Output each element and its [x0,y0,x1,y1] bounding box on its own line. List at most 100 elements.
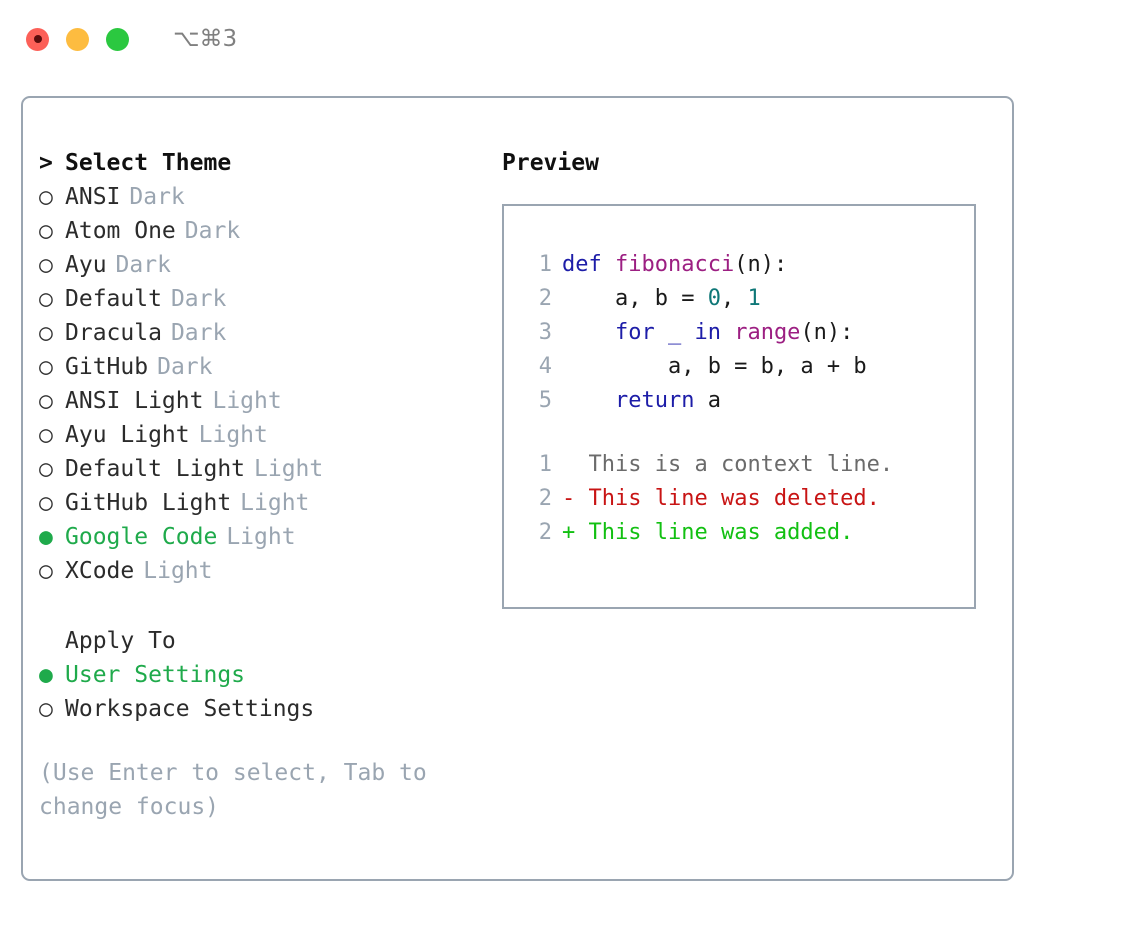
code-token: return [614,388,695,413]
apply-to-label: Workspace Settings [65,696,315,722]
line-number: 5 [538,388,552,413]
theme-list-item[interactable]: ○ Dracula Dark [39,316,489,350]
apply-to-label: User Settings [65,662,246,688]
code-token: (n): [800,320,854,345]
code-token [562,320,615,345]
radio-unselected-icon: ○ [39,218,53,244]
minimize-button[interactable] [66,27,89,51]
radio-selected-icon: ● [39,524,53,550]
diff-text: This is a context line. [588,452,894,477]
theme-name: Ayu Light [65,422,190,448]
theme-name: Default Light [65,456,246,482]
radio-unselected-icon: ○ [39,558,53,584]
theme-variant-badge: Dark [115,252,171,278]
line-number: 2 [538,486,552,511]
apply-to-title: Apply To [65,628,176,654]
radio-unselected-icon: ○ [39,696,53,722]
code-token: range [734,320,801,345]
code-token: a, b = b, a + b [562,354,867,379]
diff-sign: - [562,486,589,511]
theme-variant-badge: Light [143,558,213,584]
radio-unselected-icon: ○ [39,388,53,414]
code-text: def fibonacci(n): [562,248,787,282]
apply-to-item[interactable]: ○ Workspace Settings [39,692,489,726]
diff-line: 2- This line was deleted. [504,482,974,516]
theme-list-item[interactable]: ○ Default Dark [39,282,489,316]
radio-unselected-icon: ○ [39,252,53,278]
diff-sign [562,448,589,482]
diff-text: This line was added. [588,520,854,545]
theme-name: Dracula [65,320,162,346]
theme-name: ANSI Light [65,388,204,414]
caret-icon: > [39,150,53,176]
theme-variant-badge: Dark [129,184,185,210]
theme-variant-badge: Light [226,524,296,550]
diff-line: 1 This is a context line. [504,448,974,482]
code-token: (n): [734,252,788,277]
select-theme-header: > Select Theme [39,146,489,180]
select-theme-title: Select Theme [65,150,232,176]
theme-variant-badge: Dark [170,320,227,346]
theme-list-item[interactable]: ○ Atom One Dark [39,214,489,248]
theme-list-item[interactable]: ○ XCode Light [39,554,489,588]
line-number: 3 [538,320,552,345]
code-token: fibonacci [614,252,735,277]
code-line: 3 for _ in range(n): [504,316,974,350]
code-token: for _ in [614,320,735,345]
apply-to-list: ● User Settings ○ Workspace Settings [39,658,489,726]
maximize-button[interactable] [106,27,129,51]
section-spacer [39,588,489,624]
radio-unselected-icon: ○ [39,286,53,312]
code-token: def [562,252,615,277]
theme-name: Default [65,286,162,312]
theme-list-item[interactable]: ○ Ayu Light Light [39,418,489,452]
theme-variant-badge: Dark [170,286,227,312]
code-line: 5 return a [504,384,974,418]
code-diff-spacer [504,418,974,448]
diff-sign: + [562,520,589,545]
theme-name: ANSI [65,184,121,210]
diff-text: This line was deleted. [588,486,880,511]
code-token: a, b = [562,286,708,311]
theme-list-item[interactable]: ○ ANSI Dark [39,180,489,214]
close-button[interactable] [26,27,49,51]
code-text: a, b = 0, 1 [562,282,761,316]
radio-unselected-icon: ○ [39,184,53,210]
theme-name: GitHub [65,354,149,380]
code-line: 2 a, b = 0, 1 [504,282,974,316]
apply-to-item[interactable]: ● User Settings [39,658,489,692]
code-text: for _ in range(n): [562,316,853,350]
radio-unselected-icon: ○ [39,422,53,448]
radio-unselected-icon: ○ [39,456,53,482]
radio-unselected-icon: ○ [39,490,53,516]
theme-variant-badge: Light [198,422,268,448]
code-token [562,388,615,413]
theme-list-item[interactable]: ○ Default Light Light [39,452,489,486]
code-text: return a [562,384,721,418]
apply-to-header: Apply To [39,624,489,658]
code-text: a, b = b, a + b [562,350,867,384]
diff-sample: 1 This is a context line.2- This line wa… [504,448,974,550]
line-number: 2 [538,286,552,311]
theme-variant-badge: Dark [184,218,241,244]
keyboard-shortcut-label: ⌥⌘3 [173,26,238,52]
code-token: 0 [707,286,721,311]
theme-name: XCode [65,558,135,584]
theme-name: Atom One [65,218,176,244]
theme-variant-badge: Light [254,456,324,482]
radio-unselected-icon: ○ [39,320,53,346]
preview-title: Preview [502,150,599,176]
radio-selected-icon: ● [39,662,53,688]
code-line: 4 a, b = b, a + b [504,350,974,384]
keyboard-hint-text: (Use Enter to select, Tab to change focu… [39,760,427,820]
